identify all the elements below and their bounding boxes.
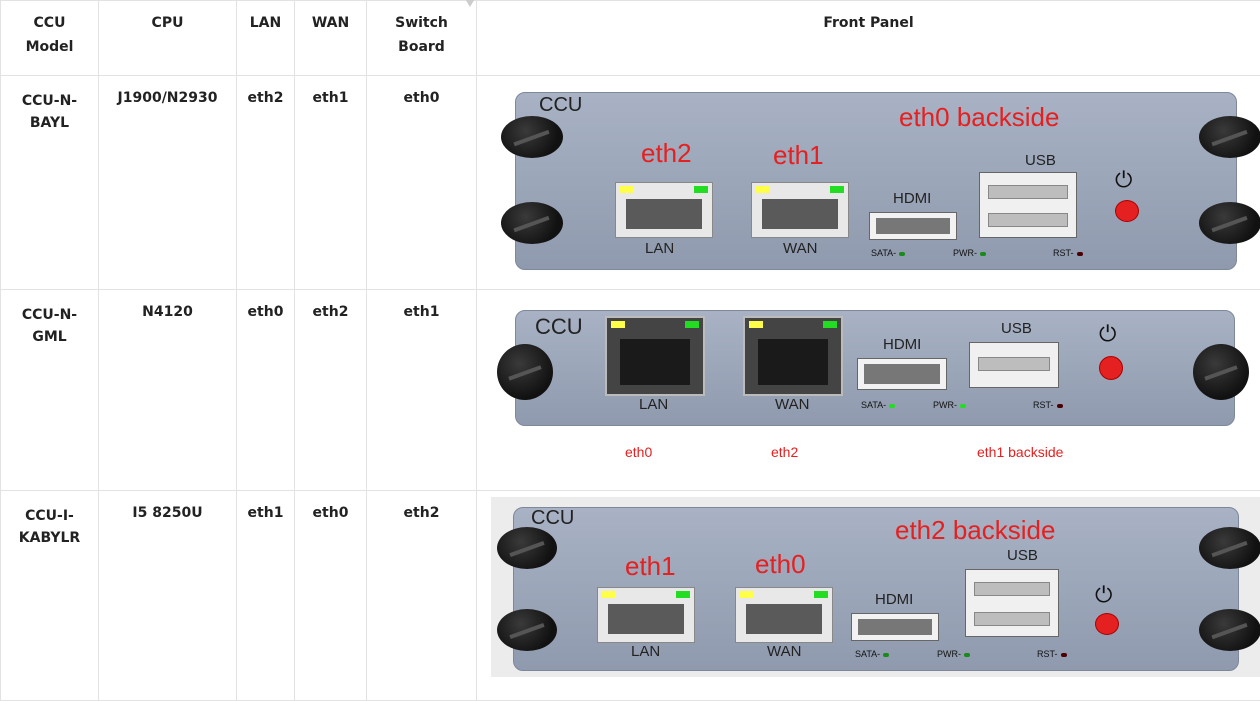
cell-switch: eth0 (367, 76, 477, 290)
screw-knob-icon (497, 609, 557, 651)
cell-cpu: J1900/N2930 (99, 76, 237, 290)
filter-icon[interactable] (464, 0, 476, 7)
cell-switch: eth1 (367, 290, 477, 491)
usb-label: USB (1001, 320, 1032, 337)
annotation-lan: eth2 (641, 138, 692, 169)
cell-cpu: N4120 (99, 290, 237, 491)
table-row: CCU-I-KABYLR I5 8250U eth1 eth0 eth2 CCU… (1, 491, 1260, 701)
screw-knob-icon (1193, 344, 1249, 400)
pwr-led-label: PWR- (953, 248, 986, 258)
power-icon: ⏻ (1115, 168, 1132, 193)
usb-port (965, 569, 1059, 637)
hdmi-label: HDMI (875, 591, 913, 608)
screw-knob-icon (1199, 527, 1260, 569)
pwr-led-label: PWR- (937, 649, 970, 659)
pwr-led-label: PWR- (933, 400, 966, 410)
wan-port (735, 587, 833, 643)
hdmi-port (857, 358, 947, 390)
cell-model: CCU-N-BAYL (1, 76, 99, 290)
cell-lan: eth1 (237, 491, 295, 701)
cell-wan: eth0 (295, 491, 367, 701)
cell-cpu: I5 8250U (99, 491, 237, 701)
table-row: CCU-N-GML N4120 eth0 eth2 eth1 CCU LAN W… (1, 290, 1260, 491)
lan-port-label: LAN (631, 643, 660, 660)
cell-front-panel: CCU LAN WAN HDMI USB ⏻ SATA- PWR- RST- e… (477, 290, 1260, 491)
annotation-wan: eth2 (771, 444, 798, 460)
cell-model: CCU-N-GML (1, 290, 99, 491)
wan-port-label: WAN (783, 240, 817, 257)
annotation-lan: eth1 (625, 551, 676, 582)
hdmi-label: HDMI (893, 190, 931, 207)
cell-front-panel: CCU eth0 backside eth2 eth1 LAN WAN HDMI… (477, 76, 1260, 290)
header-front-panel: Front Panel (477, 1, 1260, 76)
annotation-backside: eth2 backside (895, 515, 1055, 546)
sata-led-label: SATA- (861, 400, 895, 410)
wan-port (743, 316, 843, 396)
cell-lan: eth2 (237, 76, 295, 290)
annotation-lan: eth0 (625, 444, 652, 460)
annotation-wan: eth1 (773, 140, 824, 171)
annotation-backside: eth0 backside (899, 102, 1059, 133)
front-panel-image: CCU eth2 backside eth1 eth0 LAN WAN HDMI… (491, 497, 1260, 677)
screw-knob-icon (501, 116, 563, 158)
rst-label: RST- (1033, 400, 1063, 410)
lan-port (605, 316, 705, 396)
front-panel-image: CCU LAN WAN HDMI USB ⏻ SATA- PWR- RST- e… (493, 306, 1253, 476)
screw-knob-icon (1199, 116, 1260, 158)
table-row: CCU-N-BAYL J1900/N2930 eth2 eth1 eth0 CC… (1, 76, 1260, 290)
cell-model: CCU-I-KABYLR (1, 491, 99, 701)
cell-switch: eth2 (367, 491, 477, 701)
hdmi-port (869, 212, 957, 240)
screw-knob-icon (497, 344, 553, 400)
lan-port-label: LAN (645, 240, 674, 257)
brand-label: CCU (539, 94, 582, 117)
power-icon: ⏻ (1099, 322, 1116, 347)
header-cpu: CPU (99, 1, 237, 76)
annotation-backside: eth1 backside (977, 444, 1063, 460)
power-button (1099, 356, 1123, 380)
wan-port (751, 182, 849, 238)
rst-label: RST- (1037, 649, 1067, 659)
wan-port-label: WAN (775, 396, 809, 413)
screw-knob-icon (1199, 202, 1260, 244)
usb-label: USB (1025, 152, 1056, 169)
cell-front-panel: CCU eth2 backside eth1 eth0 LAN WAN HDMI… (477, 491, 1260, 701)
hdmi-port (851, 613, 939, 641)
usb-label: USB (1007, 547, 1038, 564)
screw-knob-icon (497, 527, 557, 569)
sata-led-label: SATA- (871, 248, 905, 258)
cell-lan: eth0 (237, 290, 295, 491)
usb-port (979, 172, 1077, 238)
lan-port (597, 587, 695, 643)
screw-knob-icon (501, 202, 563, 244)
hdmi-label: HDMI (883, 336, 921, 353)
screw-knob-icon (1199, 609, 1260, 651)
power-button (1115, 200, 1139, 222)
power-icon: ⏻ (1095, 583, 1112, 608)
cell-wan: eth1 (295, 76, 367, 290)
header-lan: LAN (237, 1, 295, 76)
power-button (1095, 613, 1119, 635)
cell-wan: eth2 (295, 290, 367, 491)
header-wan: WAN (295, 1, 367, 76)
rst-label: RST- (1053, 248, 1083, 258)
front-panel-image: CCU eth0 backside eth2 eth1 LAN WAN HDMI… (501, 92, 1260, 268)
lan-port (615, 182, 713, 238)
wan-port-label: WAN (767, 643, 801, 660)
sata-led-label: SATA- (855, 649, 889, 659)
annotation-wan: eth0 (755, 549, 806, 580)
brand-label: CCU (535, 314, 583, 340)
brand-label: CCU (531, 507, 574, 530)
usb-port (969, 342, 1059, 388)
lan-port-label: LAN (639, 396, 668, 413)
